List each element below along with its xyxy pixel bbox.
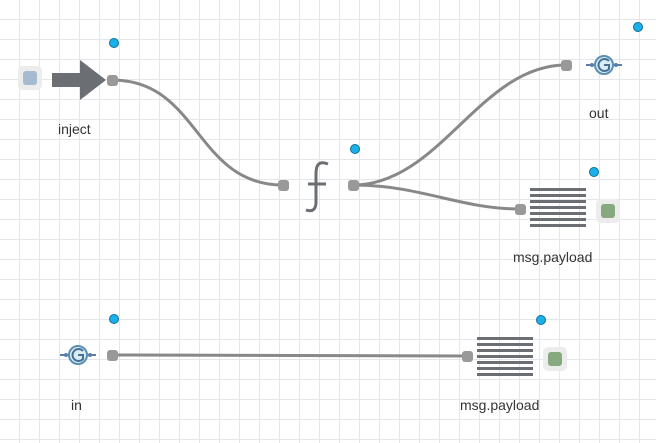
debug-bottom-label: msg.payload bbox=[460, 397, 540, 413]
function-output-port[interactable] bbox=[348, 180, 359, 191]
debug-top-status-dot bbox=[589, 167, 599, 177]
link-in-status-dot bbox=[109, 314, 119, 324]
inject-label: inject bbox=[58, 121, 91, 137]
inject-status-dot bbox=[109, 38, 119, 48]
link-in-icon bbox=[60, 345, 96, 365]
wire-function-to-debug[interactable] bbox=[352, 183, 521, 211]
debug-top-input-port[interactable] bbox=[515, 204, 526, 215]
debug-bottom-status-dot bbox=[536, 315, 546, 325]
debug-top-toggle-button[interactable] bbox=[596, 199, 620, 223]
link-out-status-dot bbox=[633, 22, 643, 32]
link-out-input-port[interactable] bbox=[561, 60, 572, 71]
list-icon bbox=[530, 188, 586, 227]
debug-top-label: msg.payload bbox=[513, 249, 593, 265]
function-input-port[interactable] bbox=[278, 180, 289, 191]
debug-bottom-input-port[interactable] bbox=[462, 351, 473, 362]
inject-trigger-button[interactable] bbox=[18, 66, 42, 90]
list-icon bbox=[477, 337, 533, 376]
link-in-output-port[interactable] bbox=[107, 350, 118, 361]
function-icon bbox=[305, 161, 329, 213]
function-status-dot bbox=[350, 144, 360, 154]
arrow-right-icon bbox=[52, 60, 106, 100]
wire-in-to-debug[interactable] bbox=[111, 353, 468, 358]
link-in-label: in bbox=[71, 397, 82, 413]
wire-function-to-out[interactable] bbox=[352, 63, 567, 187]
wire-inject-to-function[interactable] bbox=[111, 78, 284, 187]
link-out-icon bbox=[586, 55, 622, 75]
debug-bottom-toggle-button[interactable] bbox=[543, 347, 567, 371]
link-out-label: out bbox=[589, 105, 609, 121]
inject-output-port[interactable] bbox=[107, 75, 118, 86]
